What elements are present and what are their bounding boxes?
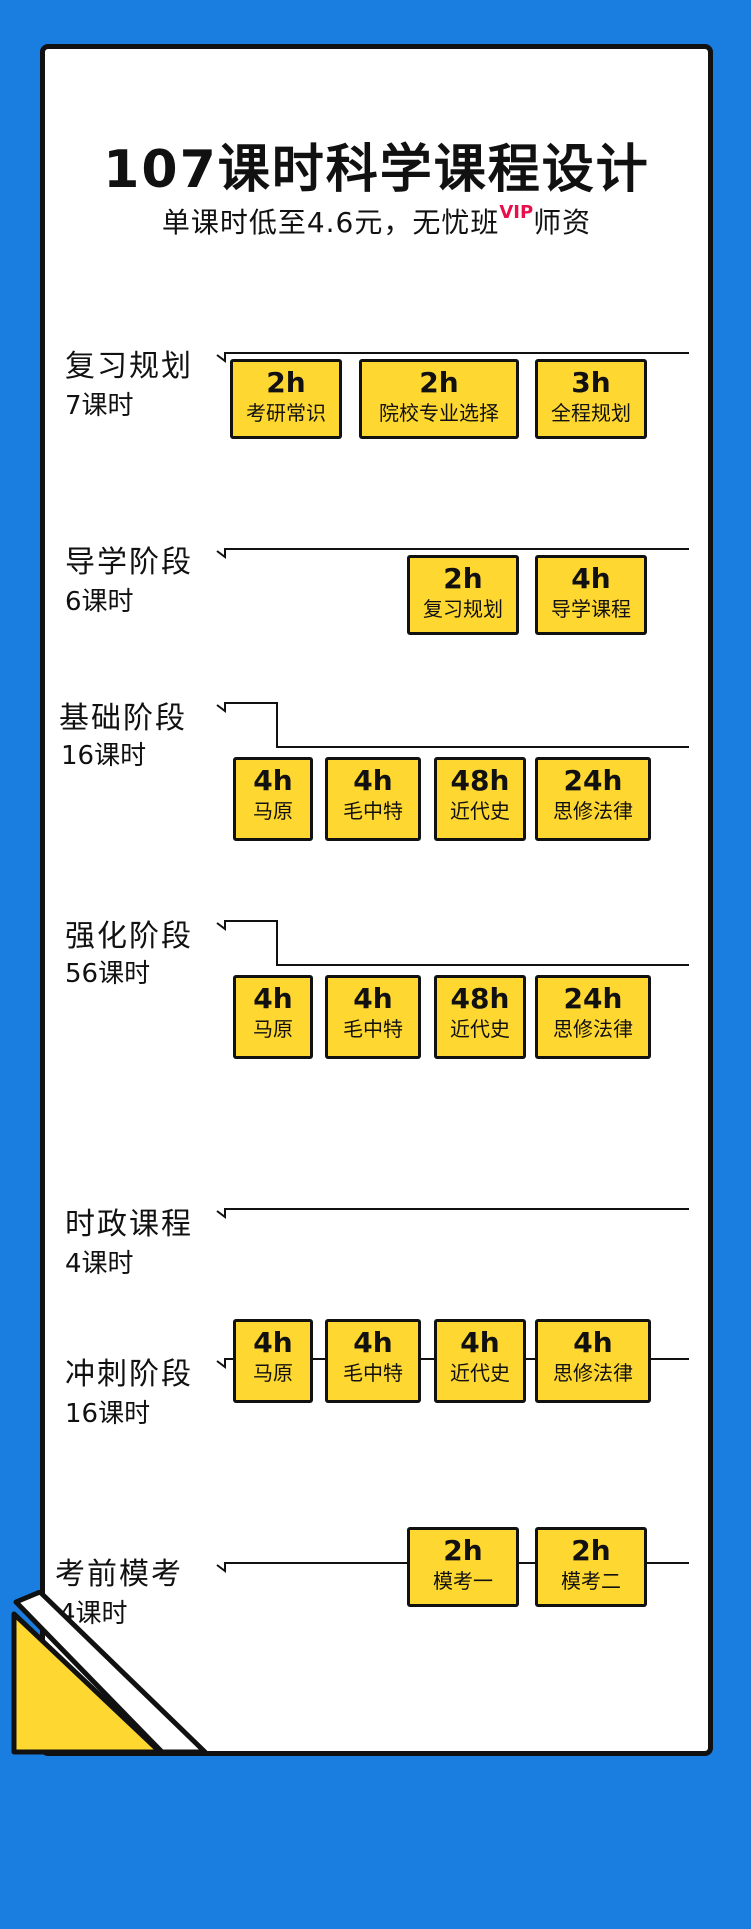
module-hours: 24h [563, 764, 623, 797]
module-name: 毛中特 [343, 1361, 403, 1385]
subtitle-main: 单课时低至4.6元，无忧班 [161, 206, 500, 239]
connector-line-0 [216, 352, 689, 363]
module-name: 全程规划 [551, 401, 631, 425]
page-subtitle: 单课时低至4.6元，无忧班VIP师资 [45, 201, 708, 241]
module-hours: 4h [353, 1326, 393, 1359]
module-hours: 24h [563, 982, 623, 1015]
subtitle-tail: 师资 [533, 206, 592, 239]
connector-lines [216, 352, 689, 1573]
module-name: 毛中特 [343, 799, 403, 823]
module-name: 院校专业选择 [379, 401, 499, 425]
connector-line-4 [216, 1208, 689, 1219]
module-name: 复习规划 [423, 597, 503, 621]
section-2-name: 基础阶段 [59, 701, 187, 736]
module-name: 马原 [253, 1361, 293, 1385]
module-name: 导学课程 [551, 597, 631, 621]
module-hours: 4h [253, 764, 293, 797]
module-name: 马原 [253, 799, 293, 823]
section-5-name: 冲刺阶段 [65, 1357, 193, 1392]
module-hours: 2h [571, 1534, 611, 1567]
module-hours: 4h [353, 764, 393, 797]
module-name: 考研常识 [246, 401, 326, 425]
section-4-hours: 4课时 [65, 1249, 134, 1279]
connector-line-1 [216, 548, 689, 559]
module-name: 模考二 [561, 1569, 621, 1593]
vip-badge: VIP [499, 202, 534, 223]
module-hours: 2h [266, 366, 306, 399]
module-name: 马原 [253, 1017, 293, 1041]
section-3-name: 强化阶段 [65, 919, 193, 954]
module-hours: 4h [253, 1326, 293, 1359]
section-3-hours: 56课时 [65, 959, 151, 989]
module-hours: 4h [573, 1326, 613, 1359]
module-hours: 4h [253, 982, 293, 1015]
connector-line-3 [216, 920, 689, 966]
module-name: 模考一 [433, 1569, 493, 1593]
section-6-name: 考前模考 [55, 1557, 183, 1592]
module-name: 近代史 [450, 1017, 510, 1041]
module-hours: 48h [450, 982, 510, 1015]
section-5-hours: 16课时 [65, 1399, 151, 1429]
module-name: 近代史 [450, 799, 510, 823]
section-4-name: 时政课程 [65, 1207, 193, 1242]
module-hours: 4h [353, 982, 393, 1015]
section-1-hours: 6课时 [65, 587, 134, 617]
section-2-hours: 16课时 [61, 741, 147, 771]
corner-decoration [11, 1590, 208, 1755]
module-hours: 4h [460, 1326, 500, 1359]
module-name: 思修法律 [553, 1017, 633, 1041]
module-hours: 3h [571, 366, 611, 399]
module-name: 近代史 [450, 1361, 510, 1385]
section-0-hours: 7课时 [65, 391, 134, 421]
connector-line-2 [216, 702, 689, 748]
module-hours: 2h [443, 1534, 483, 1567]
course-card: 107课时科学课程设计 单课时低至4.6元，无忧班VIP师资 复习规划 7课时 … [40, 44, 713, 1756]
page-title: 107课时科学课程设计 [103, 140, 650, 200]
module-hours: 4h [571, 562, 611, 595]
module-hours: 48h [450, 764, 510, 797]
module-hours: 2h [443, 562, 483, 595]
section-0-name: 复习规划 [65, 349, 193, 384]
module-name: 思修法律 [553, 1361, 633, 1385]
module-hours: 2h [419, 366, 459, 399]
module-name: 思修法律 [553, 799, 633, 823]
module-name: 毛中特 [343, 1017, 403, 1041]
section-1-name: 导学阶段 [65, 545, 193, 580]
